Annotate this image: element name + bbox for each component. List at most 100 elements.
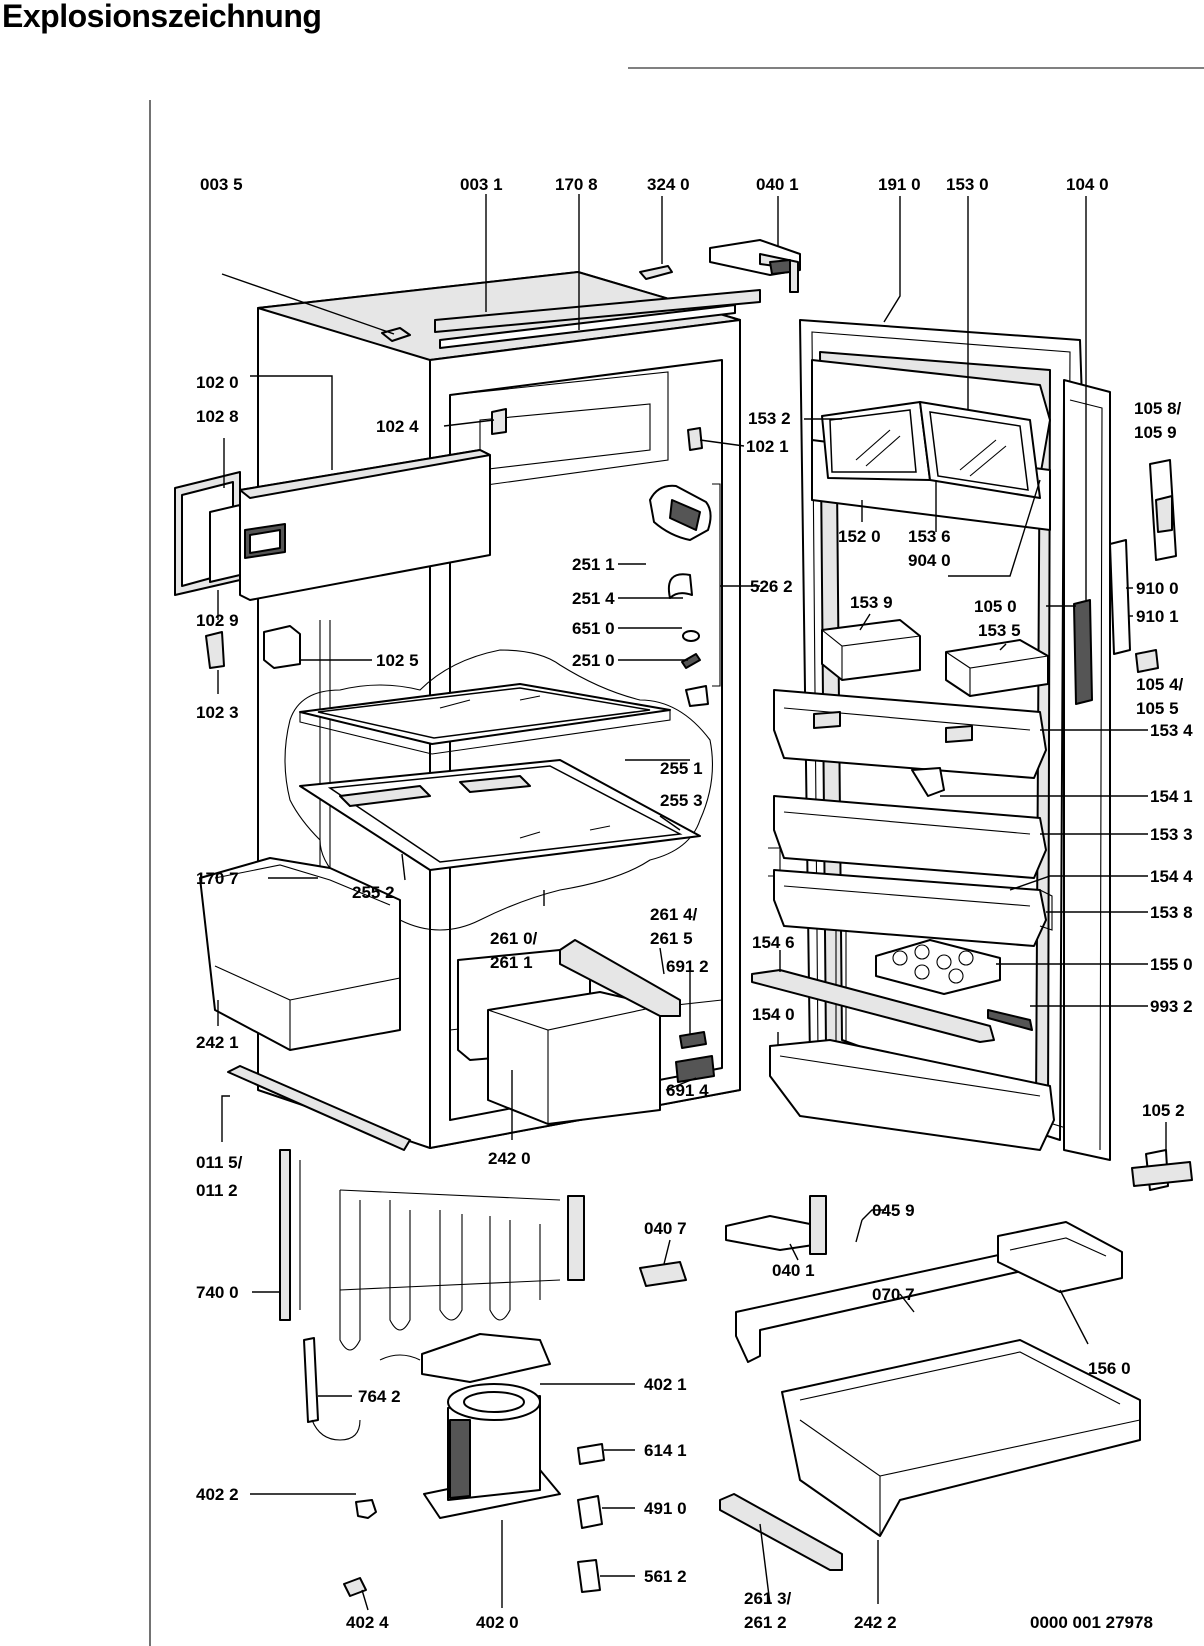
part-402-2: [355, 1499, 377, 1519]
part-764-2-dryer: [303, 1337, 421, 1441]
label-153-2: 153 2: [748, 409, 791, 428]
label-764-2: 764 2: [358, 1387, 401, 1406]
part-242-2-drawer: [781, 1339, 1141, 1537]
label-242-1: 242 1: [196, 1033, 239, 1052]
label-402-1: 402 1: [644, 1375, 687, 1394]
label-324-0: 324 0: [647, 175, 690, 194]
label-156-0: 156 0: [1088, 1359, 1131, 1378]
label-040-1-top: 040 1: [756, 175, 799, 194]
label-102-1: 102 1: [746, 437, 789, 456]
label-402-4: 402 4: [346, 1613, 389, 1632]
part-154-0-shelf: [769, 1039, 1055, 1151]
label-251-0: 251 0: [572, 651, 615, 670]
dairy-compartment: [811, 359, 1051, 531]
label-242-2: 242 2: [854, 1613, 897, 1632]
label-102-0: 102 0: [196, 373, 239, 392]
label-904-0: 904 0: [908, 551, 951, 570]
label-740-0: 740 0: [196, 1283, 239, 1302]
label-255-1: 255 1: [660, 759, 703, 778]
label-191-0: 191 0: [878, 175, 921, 194]
label-105-5: 105 5: [1136, 699, 1179, 718]
label-104-0: 104 0: [1066, 175, 1109, 194]
label-261-2: 261 2: [744, 1613, 787, 1632]
label-102-5: 102 5: [376, 651, 419, 670]
label-242-0: 242 0: [488, 1149, 531, 1168]
label-154-6: 154 6: [752, 933, 795, 952]
label-105-2: 105 2: [1142, 1101, 1185, 1120]
freezer-door: [174, 449, 491, 601]
label-170-8: 170 8: [555, 175, 598, 194]
label-255-3: 255 3: [660, 791, 703, 810]
label-011-5: 011 5/: [196, 1153, 243, 1172]
top-hinge: [709, 239, 801, 293]
part-910-0: [1109, 539, 1131, 655]
label-011-2: 011 2: [196, 1181, 238, 1200]
label-102-3: 102 3: [196, 703, 239, 722]
label-152-0: 152 0: [838, 527, 881, 546]
label-045-9: 045 9: [872, 1201, 915, 1220]
label-070-7: 070 7: [872, 1285, 915, 1304]
label-691-4: 691 4: [666, 1081, 709, 1100]
part-242-0-drawer: [457, 947, 661, 1125]
label-040-7: 040 7: [644, 1219, 687, 1238]
label-105-8: 105 8/: [1134, 399, 1182, 418]
part-261-3: [719, 1493, 843, 1571]
label-170-7: 170 7: [196, 869, 239, 888]
label-105-9: 105 9: [1134, 423, 1177, 442]
part-402-4: [343, 1577, 367, 1597]
label-153-8: 153 8: [1150, 903, 1193, 922]
label-402-0: 402 0: [476, 1613, 519, 1632]
part-102-1: [687, 427, 703, 451]
label-105-0: 105 0: [974, 597, 1017, 616]
part-040-7: [639, 1261, 687, 1287]
label-251-4: 251 4: [572, 589, 615, 608]
label-153-4: 153 4: [1150, 721, 1193, 740]
label-153-0: 153 0: [946, 175, 989, 194]
label-261-3: 261 3/: [744, 1589, 792, 1608]
part-153-8-shelf: [768, 847, 1053, 947]
page-title: Explosionszeichnung: [2, 0, 322, 34]
label-102-4: 102 4: [376, 417, 419, 436]
label-040-1-bottom: 040 1: [772, 1261, 815, 1280]
label-691-2: 691 2: [666, 957, 709, 976]
label-251-1: 251 1: [572, 555, 615, 574]
label-561-2: 561 2: [644, 1567, 687, 1586]
part-561-2: [577, 1559, 601, 1593]
part-102-4: [491, 408, 507, 435]
handle-105-8: [1149, 459, 1177, 561]
part-324-0: [639, 265, 673, 280]
part-153-4-shelf: [773, 689, 1047, 779]
label-910-1: 910 1: [1136, 607, 1179, 626]
label-910-0: 910 0: [1136, 579, 1179, 598]
part-261-4: [559, 939, 681, 1017]
part-402-0-compressor: [423, 1383, 561, 1519]
drawing-number: 0000 001 27978: [1030, 1613, 1153, 1632]
part-105-2: [1131, 1149, 1193, 1191]
part-402-1: [421, 1333, 551, 1383]
label-261-1: 261 1: [490, 953, 533, 972]
part-691-2: [679, 1031, 707, 1049]
label-153-5: 153 5: [978, 621, 1021, 640]
leader-lines: [217, 194, 1167, 1611]
part-105-4: [1135, 649, 1159, 673]
part-102-5: [263, 625, 301, 669]
part-491-0: [577, 1495, 603, 1529]
label-154-1: 154 1: [1150, 787, 1193, 806]
part-045-9: [855, 1219, 863, 1243]
part-labels: 003 5 003 1 170 8 324 0 040 1 191 0 153 …: [196, 175, 1193, 1632]
label-153-3: 153 3: [1150, 825, 1193, 844]
label-102-8: 102 8: [196, 407, 239, 426]
label-155-0: 155 0: [1150, 955, 1193, 974]
label-993-2: 993 2: [1150, 997, 1193, 1016]
label-154-0: 154 0: [752, 1005, 795, 1024]
label-651-0: 651 0: [572, 619, 615, 638]
label-526-2: 526 2: [750, 577, 793, 596]
part-156-0: [997, 1221, 1123, 1293]
thermostat-unit: [649, 483, 721, 707]
part-105-0: [1073, 599, 1093, 705]
label-003-5: 003 5: [200, 175, 243, 194]
label-003-1: 003 1: [460, 175, 503, 194]
label-153-9: 153 9: [850, 593, 893, 612]
label-255-2: 255 2: [352, 883, 395, 902]
